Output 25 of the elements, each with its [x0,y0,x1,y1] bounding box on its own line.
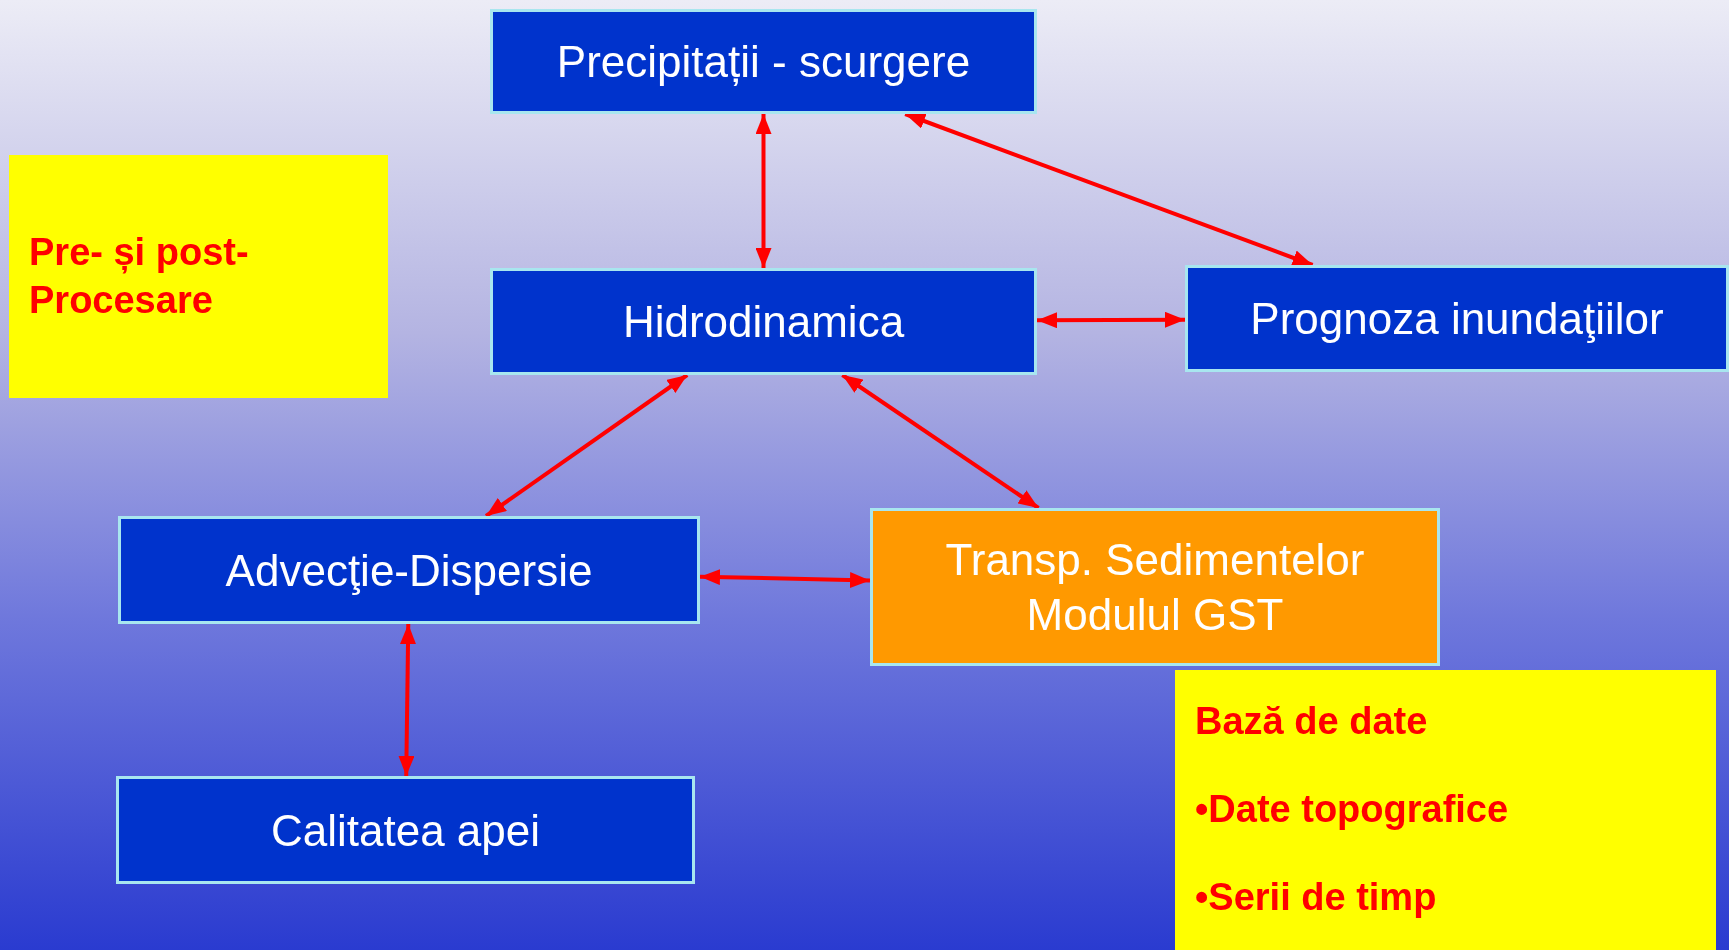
process-box [118,516,700,624]
process-box [490,9,1037,114]
double-arrow [904,112,1314,267]
double-arrow [755,114,772,268]
note-box [1175,670,1716,950]
double-arrow [699,569,871,589]
box-text: Prognoza inundaţiilor [1249,293,1665,345]
double-arrow [841,373,1040,510]
box-text: Pre- și post- Procesare [29,230,250,323]
box-text: •Serii de timp [1195,875,1438,921]
double-arrow [1037,311,1185,329]
box-text: Precipitații - scurgere [555,36,972,88]
box-text: Advecţie-Dispersie [224,544,594,597]
note-box [9,155,388,398]
box-text: Transp. Sedimentelor Modulul GST [944,534,1366,641]
box-text: Calitatea apei [269,804,542,857]
process-box [116,776,695,884]
process-box [870,508,1440,666]
double-arrow [484,373,689,518]
box-text: •Date topografice [1195,787,1510,833]
double-arrow [398,623,416,777]
process-box [1185,265,1729,372]
box-text: Bază de date [1195,699,1429,745]
box-text: Hidrodinamica [621,296,906,348]
process-box [490,268,1037,375]
